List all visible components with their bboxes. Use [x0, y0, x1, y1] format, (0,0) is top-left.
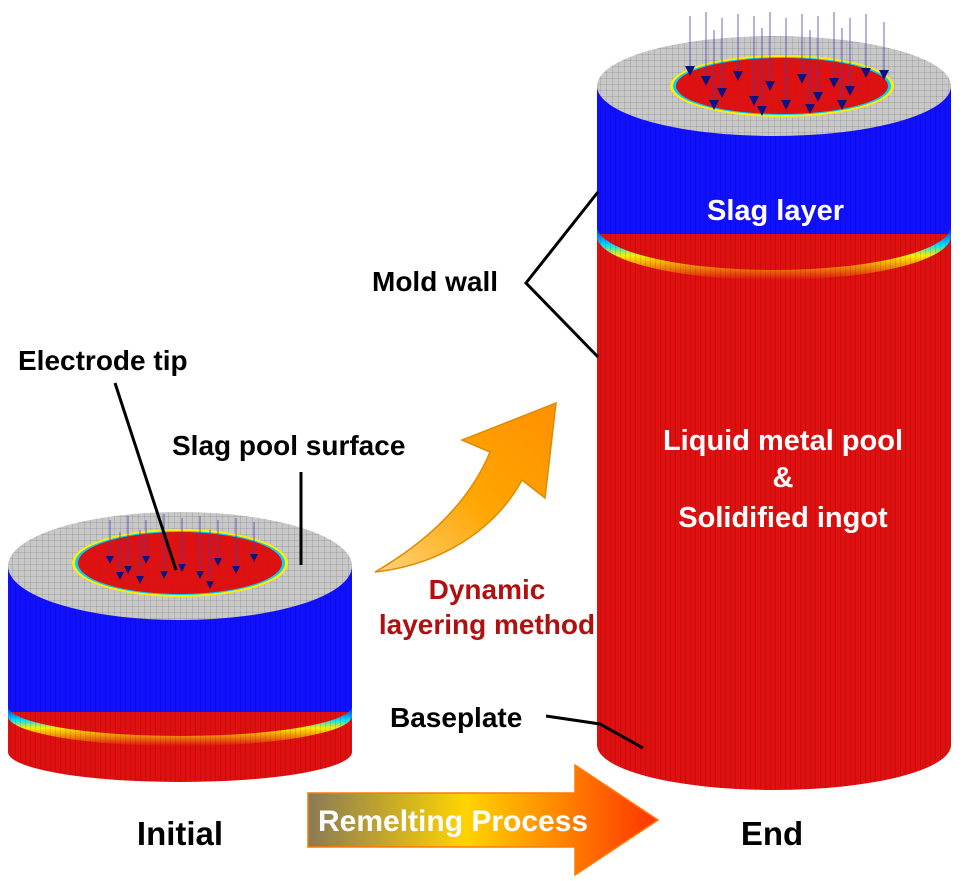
electrode-tip-label: Electrode tip — [18, 345, 188, 376]
end-cylinder — [597, 12, 951, 790]
end-label: End — [741, 815, 803, 852]
mold-wall-label: Mold wall — [372, 266, 498, 297]
liquid-metal-pool-label: Liquid metal pool — [663, 425, 903, 457]
end-current-vectors — [689, 12, 885, 110]
solidified-ingot-label: Solidified ingot — [678, 502, 888, 534]
mold-wall-leader — [524, 191, 600, 359]
layering-method-label: layering method — [379, 609, 595, 640]
initial-current-vectors — [109, 514, 255, 585]
baseplate-label: Baseplate — [390, 702, 522, 733]
leader-lines — [113, 191, 644, 750]
slag-layer-label: Slag layer — [707, 195, 844, 227]
slag-pool-surface-label: Slag pool surface — [172, 430, 405, 461]
ampersand-label: & — [773, 462, 794, 494]
remelting-process-arrow — [307, 763, 660, 877]
dynamic-label: Dynamic — [429, 574, 546, 605]
electrode-tip-leader — [113, 382, 178, 571]
initial-label: Initial — [137, 815, 223, 852]
baseplate-leader — [545, 714, 644, 750]
remelting-process-label: Remelting Process — [318, 805, 588, 838]
dynamic-layering-arrow — [374, 401, 557, 573]
initial-cylinder — [8, 512, 352, 782]
